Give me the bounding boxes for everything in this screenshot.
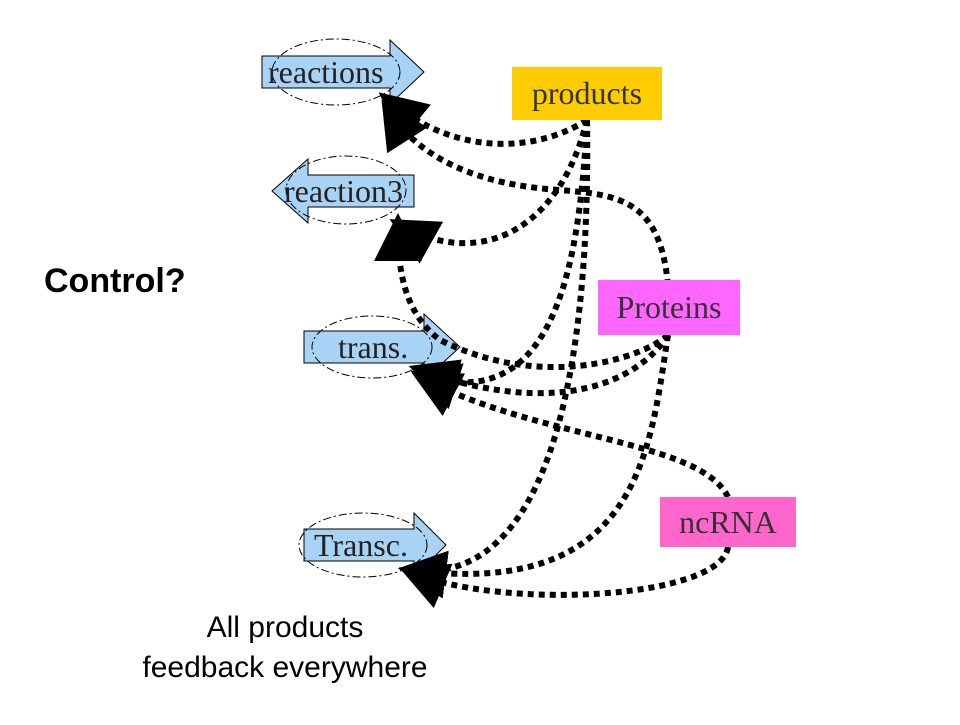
edge-ncrna-transc (398, 546, 731, 609)
transc-label: Transc. (314, 527, 408, 563)
caption-line-2: feedback everywhere (142, 651, 428, 684)
proteins-label: Proteins (616, 289, 722, 325)
reactions-label: reactions (268, 54, 384, 90)
edge-products-transc (398, 119, 591, 599)
proteins-node: Proteins (598, 280, 740, 335)
edge-proteins-trans (408, 333, 671, 405)
caption-line-1: All products (206, 611, 364, 644)
trans-label: trans. (338, 329, 409, 365)
edge-ncrna-trans (411, 372, 731, 499)
ncrna-node: ncRNA (660, 497, 796, 547)
edge-products-reaction3 (389, 119, 590, 264)
edge-proteins-reactions (381, 99, 671, 286)
edge-proteins-transc (398, 334, 671, 599)
reaction3-arrow (271, 155, 415, 225)
edge-proteins-reaction3 (374, 213, 670, 370)
control-title: Control? (44, 262, 186, 300)
edge-products-trans (410, 119, 590, 409)
reaction3-label: reaction3 (284, 173, 404, 209)
products-node: products (512, 67, 662, 120)
ncrna-label: ncRNA (679, 503, 777, 540)
caption: All products feedback everywhere (90, 608, 480, 688)
feedback-edges (374, 92, 731, 609)
products-label: products (531, 75, 643, 111)
reactions-arrow (261, 38, 425, 106)
